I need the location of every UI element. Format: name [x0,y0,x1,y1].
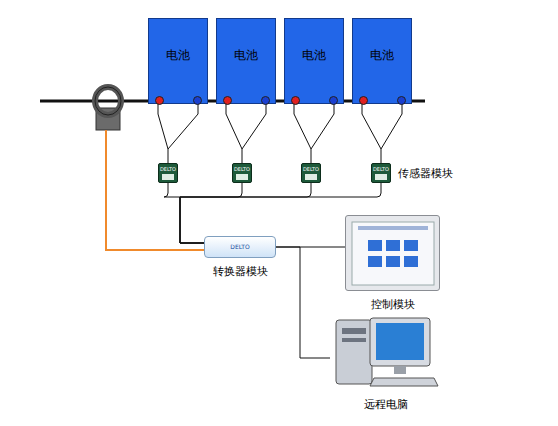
monitor [370,318,430,366]
battery-box: 电池 [352,18,412,104]
sensor-display [162,174,174,180]
battery-terminal [397,96,406,105]
component-label: 传感器模块 [398,166,453,181]
drive-bay [342,328,366,334]
node-label: 电池 [353,47,411,64]
signal-wire [294,104,334,163]
drive-bay [342,338,366,342]
converter-module: DELTO转换器模块 [204,236,276,258]
node-label: DELTO [372,166,390,173]
current-signal-wire [106,130,208,250]
monitor-screen [376,323,424,360]
sensor-module: DELTO [301,163,321,183]
node-label: 电池 [217,47,275,64]
screen-tile [404,240,418,251]
node-label: 电池 [149,47,207,64]
battery-terminal [155,96,164,105]
sensor-module: DELTO [158,163,178,183]
screen-face [352,222,434,285]
node-label: DELTO [302,166,320,173]
node-label: DELTO [159,166,177,173]
battery-box: 电池 [216,18,276,104]
signal-wire [362,104,402,163]
battery-terminal [223,96,232,105]
battery-terminal [291,96,300,105]
monitor-stand [394,366,406,374]
current-sensor [95,87,121,130]
screen-tile [368,256,382,267]
node-label: 转换器模块 [213,264,268,279]
battery-box: 电池 [148,18,208,104]
signal-wire [180,183,242,243]
sensor-module: DELTO [232,163,252,183]
sensor-display [375,174,387,180]
sensor-module: DELTO [371,163,391,183]
battery-terminal [193,96,202,105]
sensor-display [305,174,317,180]
screen-header [358,226,428,230]
node-label: 远程电脑 [364,397,408,412]
screen-tile [368,240,382,251]
keyboard [370,378,438,386]
node-label: DELTO [205,243,275,251]
signal-wire [276,247,330,358]
battery-terminal [261,96,270,105]
battery-terminal [329,96,338,105]
screen-tile [386,240,400,251]
battery-terminal [359,96,368,105]
computer-drawing [330,312,442,392]
control-panel: 控制模块 [345,215,440,291]
sensor-display [236,174,248,180]
signal-wire [158,104,198,163]
node-label: 控制模块 [371,297,415,312]
node-label: DELTO [233,166,251,173]
control-screen [346,216,441,292]
screen-tile [404,256,418,267]
pc-tower [336,320,372,384]
node-label: 电池 [285,47,343,64]
screen-tile [386,256,400,267]
signal-wire [164,183,204,243]
battery-box: 电池 [284,18,344,104]
signal-wire [226,104,266,163]
computer-icon: 远程电脑 [330,312,442,392]
signal-wire [180,183,311,243]
